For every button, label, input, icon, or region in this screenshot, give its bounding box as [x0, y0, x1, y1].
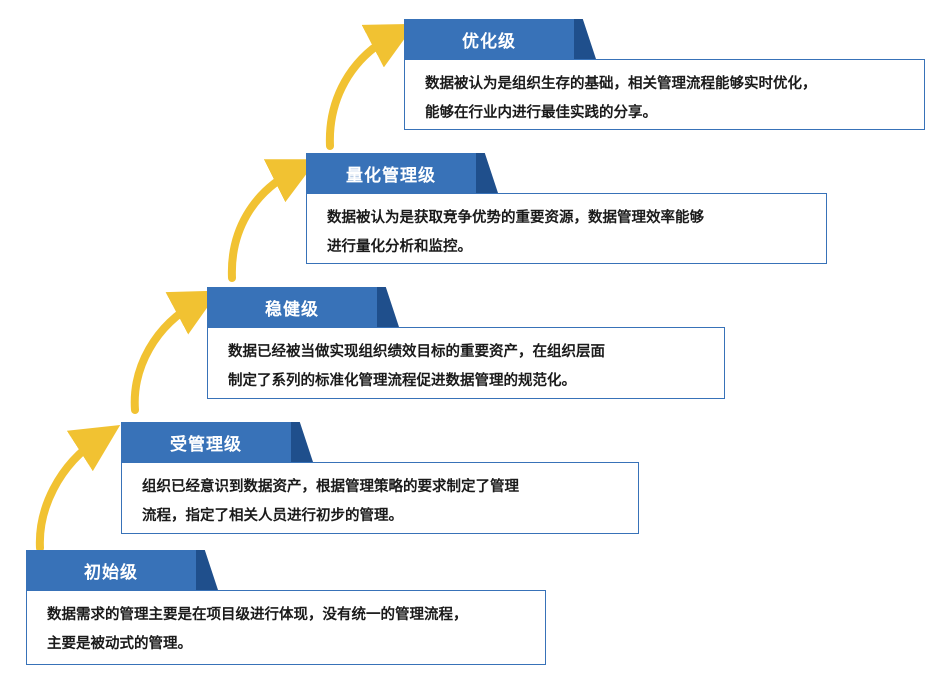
level-optimized-description: 数据被认为是组织生存的基础，相关管理流程能够实时优化， 能够在行业内进行最佳实践…	[404, 59, 925, 130]
arrow-4-to-5	[325, 23, 416, 150]
description-line: 数据被认为是获取竞争优势的重要资源，数据管理效率能够	[327, 210, 704, 226]
description-line: 能够在行业内进行最佳实践的分享。	[425, 105, 657, 121]
description-line: 组织已经意识到数据资产，根据管理策略的要求制定了管理	[142, 479, 519, 495]
arrow-3-to-4	[227, 159, 318, 282]
arrow-1-to-2	[35, 425, 121, 552]
description-line: 数据已经被当做实现组织绩效目标的重要资产，在组织层面	[228, 344, 605, 360]
level-initial-title: 初始级	[26, 550, 196, 590]
level-quantitative-title: 量化管理级	[306, 153, 476, 193]
level-managed-title: 受管理级	[121, 422, 291, 462]
description-line: 流程，指定了相关人员进行初步的管理。	[142, 508, 403, 524]
description-line: 数据需求的管理主要是在项目级进行体现，没有统一的管理流程，	[47, 607, 468, 623]
description-line: 主要是被动式的管理。	[47, 636, 192, 652]
description-line: 进行量化分析和监控。	[327, 239, 472, 255]
arrow-2-to-3	[130, 290, 220, 414]
level-robust-description: 数据已经被当做实现组织绩效目标的重要资产，在组织层面 制定了系列的标准化管理流程…	[207, 327, 725, 399]
level-quantitative-description: 数据被认为是获取竞争优势的重要资源，数据管理效率能够 进行量化分析和监控。	[306, 193, 827, 264]
level-managed-description: 组织已经意识到数据资产，根据管理策略的要求制定了管理 流程，指定了相关人员进行初…	[121, 462, 639, 534]
description-line: 制定了系列的标准化管理流程促进数据管理的规范化。	[228, 373, 576, 389]
description-line: 数据被认为是组织生存的基础，相关管理流程能够实时优化，	[425, 76, 817, 92]
level-robust-title: 稳健级	[207, 287, 377, 327]
level-initial-description: 数据需求的管理主要是在项目级进行体现，没有统一的管理流程， 主要是被动式的管理。	[26, 590, 546, 665]
level-optimized-title: 优化级	[404, 19, 574, 59]
